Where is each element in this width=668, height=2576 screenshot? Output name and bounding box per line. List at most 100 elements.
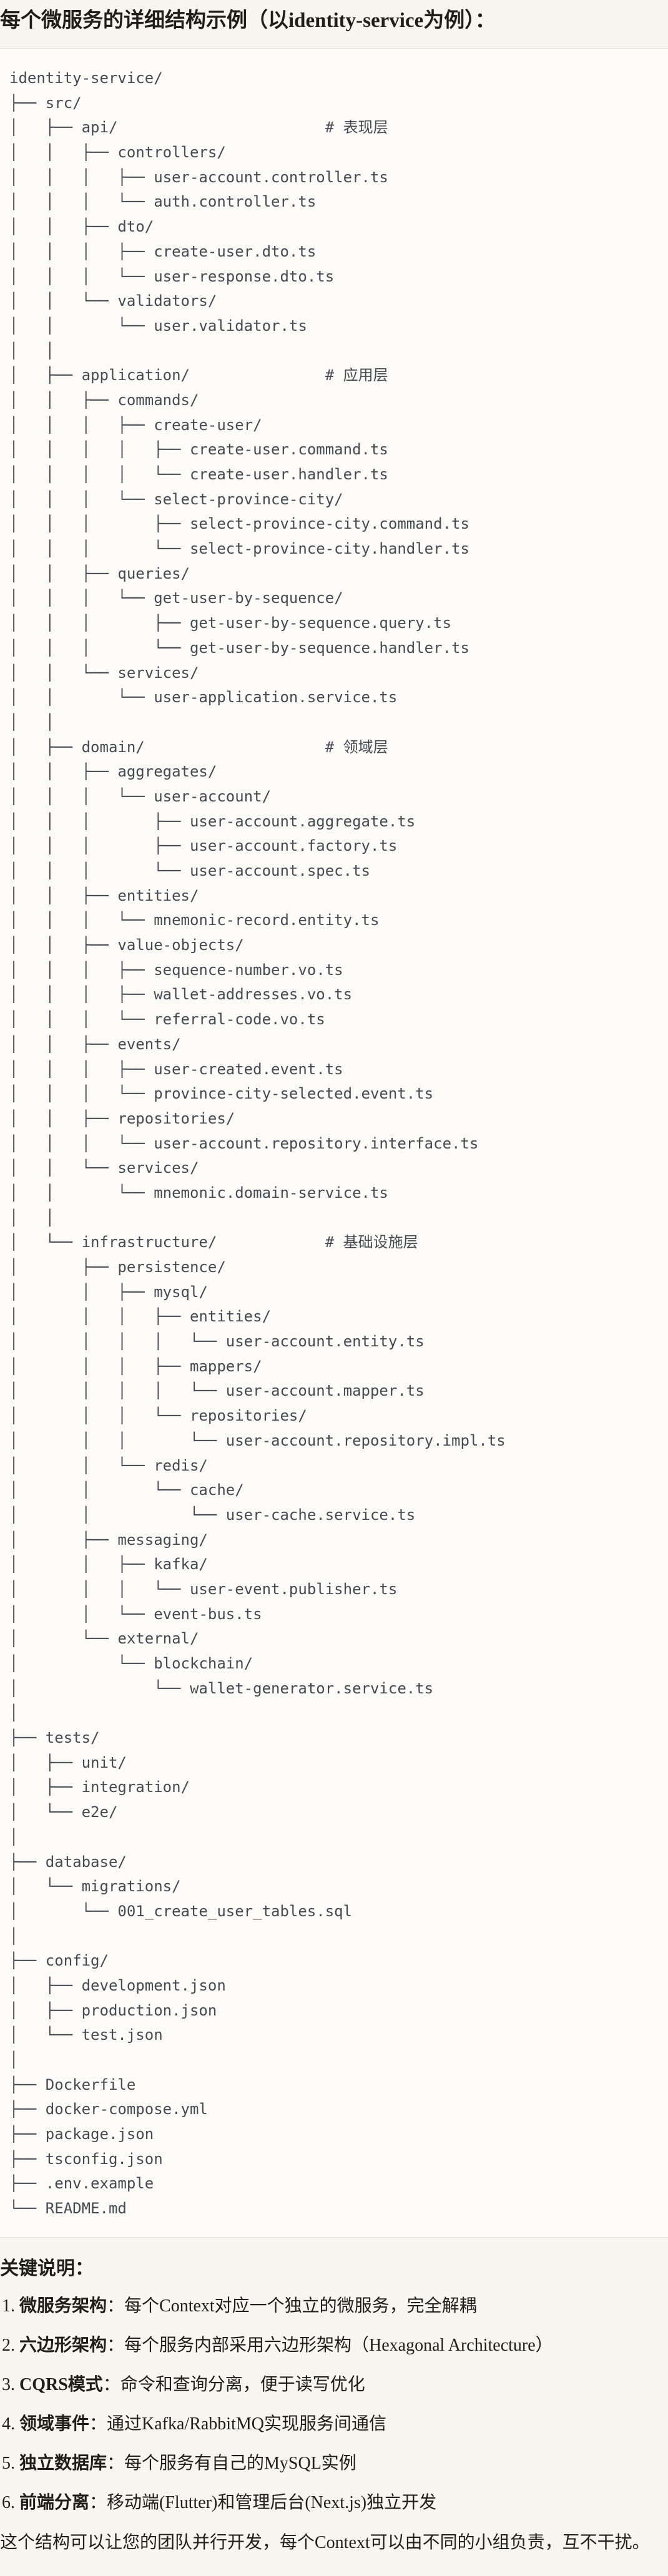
tree-line: │ │ ├── aggregates/ <box>9 763 217 781</box>
tree-line: │ │ │ └── select-province-city.handler.t… <box>9 540 469 558</box>
note-desc: ：每个服务内部采用六边形架构（Hexagonal Architecture） <box>107 2335 553 2355</box>
notes-list: 1.微服务架构：每个Context对应一个独立的微服务，完全解耦 2.六边形架构：… <box>0 2294 668 2515</box>
note-label: 前端分离 <box>19 2492 90 2512</box>
tree-line: ├── Dockerfile <box>9 2075 136 2094</box>
tree-line: │ │ │ └── user-response.dto.ts <box>9 267 335 285</box>
tree-line: │ │ │ ├── wallet-addresses.vo.ts <box>9 986 353 1004</box>
tree-line: │ │ │ ├── user-account.aggregate.ts <box>9 812 416 830</box>
tree-line: │ <box>9 1927 19 1945</box>
tree-line: │ │ ├── commands/ <box>9 391 199 409</box>
tree-line: │ │ └── event-bus.ts <box>9 1605 262 1623</box>
tree-line: │ │ │ └── auth.controller.ts <box>9 193 317 211</box>
tree-line: │ │ │ ├── create-user.dto.ts <box>9 242 317 260</box>
tree-line: │ │ │ ├── mappers/ <box>9 1357 262 1375</box>
tree-line: │ └── test.json <box>9 2026 163 2044</box>
note-number: 3. <box>2 2374 15 2394</box>
tree-line: │ │ │ │ ├── create-user.command.ts <box>9 441 388 459</box>
tree-line: │ │ <box>9 341 55 360</box>
closing-paragraph: 这个结构可以让您的团队并行开发，每个Context可以由不同的小组负责，互不干扰… <box>0 2532 650 2552</box>
tree-line: │ │ │ │ └── user-account.mapper.ts <box>9 1382 425 1400</box>
tree-line: ├── src/ <box>9 94 82 112</box>
note-label: CQRS模式 <box>19 2374 103 2394</box>
note-label: 六边形架构 <box>19 2335 107 2355</box>
tree-line: ├── tsconfig.json <box>9 2150 163 2168</box>
tree-line: │ └── migrations/ <box>9 1878 181 1896</box>
tree-line: │ │ │ └── repositories/ <box>9 1407 307 1425</box>
document-page: 每个微服务的详细结构示例（以identity-service为例）： ident… <box>0 6 668 2568</box>
tree-line: │ │ │ └── referral-code.vo.ts <box>9 1011 325 1029</box>
note-number: 4. <box>2 2414 15 2434</box>
tree-line: │ <box>9 1828 19 1846</box>
tree-line: │ ├── application/ # 应用层 <box>9 366 388 384</box>
tree-line: │ │ │ ├── create-user/ <box>9 416 262 434</box>
directory-tree-code-block: identity-service/ ├── src/ │ ├── api/ # 表现… <box>0 48 668 2238</box>
tree-line: │ │ ├── value-objects/ <box>9 936 244 954</box>
note-item: 2.六边形架构：每个服务内部采用六边形架构（Hexagonal Architec… <box>2 2333 668 2358</box>
note-number: 5. <box>2 2453 15 2473</box>
tree-line: │ │ │ └── user-account.repository.interf… <box>9 1134 479 1152</box>
tree-line: ├── config/ <box>9 1952 109 1970</box>
note-number: 1. <box>2 2296 15 2316</box>
tree-line: │ │ ├── repositories/ <box>9 1109 235 1127</box>
tree-line: │ │ │ ├── sequence-number.vo.ts <box>9 961 343 979</box>
tree-line: │ │ ├── mysql/ <box>9 1283 208 1301</box>
tree-line: │ ├── development.json <box>9 1976 226 1994</box>
tree-line: │ │ ├── dto/ <box>9 218 154 236</box>
page-title: 每个微服务的详细结构示例（以identity-service为例）： <box>0 9 496 32</box>
tree-line: │ │ │ └── mnemonic-record.entity.ts <box>9 911 380 929</box>
note-item: 3.CQRS模式：命令和查询分离，便于读写优化 <box>2 2373 668 2397</box>
tree-line: │ <box>9 1704 19 1722</box>
tree-line: ├── tests/ <box>9 1729 100 1747</box>
tree-line: │ │ │ ├── user-created.event.ts <box>9 1060 343 1078</box>
tree-line: │ │ │ └── get-user-by-sequence/ <box>9 589 343 607</box>
tree-line: │ <box>9 2051 19 2069</box>
note-label: 独立数据库 <box>19 2453 107 2473</box>
tree-line: │ └── 001_create_user_tables.sql <box>9 1902 353 1920</box>
note-desc: ：命令和查询分离，便于读写优化 <box>102 2374 365 2394</box>
tree-line: │ │ │ └── province-city-selected.event.t… <box>9 1085 434 1103</box>
tree-line: │ │ │ ├── user-account.factory.ts <box>9 837 398 855</box>
tree-line: │ └── wallet-generator.service.ts <box>9 1679 434 1697</box>
note-label: 领域事件 <box>19 2414 90 2434</box>
tree-line: │ │ │ └── select-province-city/ <box>9 490 343 508</box>
tree-line: │ │ <box>9 1208 55 1227</box>
tree-line: │ │ │ ├── user-account.controller.ts <box>9 168 388 186</box>
tree-line: │ │ └── services/ <box>9 664 199 682</box>
tree-line: │ │ │ └── user-account.repository.impl.t… <box>9 1431 506 1449</box>
notes-heading: 关键说明： <box>0 2258 94 2279</box>
tree-line: │ └── e2e/ <box>9 1803 118 1821</box>
tree-line: │ ├── integration/ <box>9 1778 190 1796</box>
tree-line: │ │ └── user.validator.ts <box>9 316 307 335</box>
tree-line: identity-service/ <box>9 69 163 87</box>
tree-line: │ │ │ ├── select-province-city.command.t… <box>9 515 469 533</box>
tree-line: │ │ └── user-application.service.ts <box>9 688 398 707</box>
tree-line: │ │ └── mnemonic.domain-service.ts <box>9 1183 388 1202</box>
note-number: 6. <box>2 2492 15 2512</box>
tree-line: │ │ └── services/ <box>9 1159 199 1177</box>
tree-line: ├── database/ <box>9 1853 127 1871</box>
tree-line: │ │ └── redis/ <box>9 1456 208 1474</box>
tree-line: │ └── external/ <box>9 1630 199 1648</box>
tree-line: ├── docker-compose.yml <box>9 2100 208 2118</box>
note-item: 1.微服务架构：每个Context对应一个独立的微服务，完全解耦 <box>2 2294 668 2319</box>
tree-line: │ │ │ │ └── user-account.entity.ts <box>9 1333 425 1351</box>
tree-line: │ │ └── cache/ <box>9 1481 244 1499</box>
note-item: 5.独立数据库：每个服务有自己的MySQL实例 <box>2 2451 668 2476</box>
note-desc: ：每个服务有自己的MySQL实例 <box>107 2453 356 2473</box>
tree-line: │ ├── messaging/ <box>9 1530 208 1549</box>
tree-line: └── README.md <box>9 2200 127 2218</box>
note-desc: ：移动端(Flutter)和管理后台(Next.js)独立开发 <box>89 2492 437 2512</box>
note-item: 4.领域事件：通过Kafka/RabbitMQ实现服务间通信 <box>2 2412 668 2437</box>
tree-line: │ │ ├── entities/ <box>9 886 199 904</box>
note-desc: ：每个Context对应一个独立的微服务，完全解耦 <box>107 2296 477 2316</box>
tree-line: │ │ <box>9 713 55 731</box>
tree-line: │ │ │ ├── entities/ <box>9 1308 272 1326</box>
tree-line: │ ├── production.json <box>9 2001 217 2019</box>
tree-line: ├── .env.example <box>9 2175 154 2193</box>
tree-line: │ │ │ ├── get-user-by-sequence.query.ts <box>9 614 452 632</box>
tree-line: │ │ ├── queries/ <box>9 564 190 582</box>
tree-line: │ │ ├── events/ <box>9 1035 181 1053</box>
tree-line: ├── package.json <box>9 2125 154 2143</box>
tree-line: │ ├── api/ # 表现层 <box>9 119 388 137</box>
tree-line: │ └── blockchain/ <box>9 1655 253 1672</box>
